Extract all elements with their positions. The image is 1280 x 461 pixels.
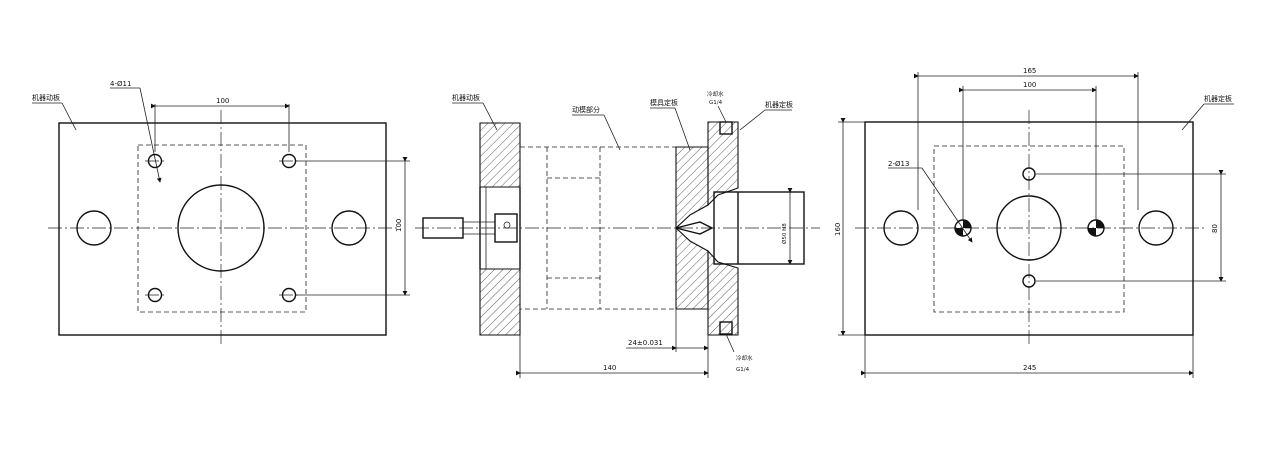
right-height-dimension: 160 <box>834 223 842 236</box>
outer-span-dimension: 165 <box>1023 67 1036 75</box>
right-tie-bar-hole <box>331 210 367 246</box>
moving-platen-lower <box>479 268 521 336</box>
fixed-bolt-hole-bottom <box>1022 274 1036 288</box>
cooling-top-label: 冷却水 <box>707 90 724 98</box>
section-view: Ø50 H8 机器动板 动模部分 模具定板 机器定板 冷却水 G1/4 冷却水 … <box>415 90 820 378</box>
fixed-bolt-hole-top <box>1022 167 1036 181</box>
cooling-bottom-label: 冷却水 <box>736 354 753 362</box>
cooling-bottom-thread: G1/4 <box>736 367 750 373</box>
right-width-dimension: 245 <box>1023 364 1036 372</box>
left-tie-bar-hole <box>76 210 112 246</box>
locating-pin-right <box>1087 219 1105 237</box>
cooling-top-thread: G1/4 <box>709 100 723 106</box>
inner-span-dimension: 100 <box>1023 81 1036 89</box>
right-holes-label: 2-Ø13 <box>888 160 909 168</box>
locating-ring-bore <box>996 195 1062 261</box>
plate-thickness-dimension: 24±0.031 <box>628 339 663 347</box>
center-bore <box>177 184 265 272</box>
locating-pin-left <box>954 219 972 237</box>
right-view: 165 100 160 80 245 2-Ø13 机器定板 <box>834 67 1234 378</box>
moving-plate-hidden-outline <box>137 144 307 313</box>
machine-fixed-plate-lower <box>707 249 739 336</box>
right-plate-label: 机器定板 <box>1204 94 1232 103</box>
ejector-rod <box>422 217 464 239</box>
left-plate-label: 机器动板 <box>32 93 60 102</box>
moving-platen-upper <box>479 122 521 188</box>
moving-part-label: 动模部分 <box>572 105 600 114</box>
bore-dimension: Ø50 H8 <box>781 223 788 244</box>
machine-fixed-plate-label: 机器定板 <box>765 100 793 109</box>
moving-plate-outline <box>58 122 387 336</box>
mold-fixed-plate-label: 模具定板 <box>650 98 678 107</box>
length-dimension: 140 <box>603 364 616 372</box>
nozzle-body <box>713 191 805 265</box>
hole-pitch-dimension: 80 <box>1211 224 1219 233</box>
left-dim-width: 100 <box>216 97 229 105</box>
left-view: 100 100 4-Ø11 机器动板 <box>32 80 410 345</box>
right-left-tie-bar-hole <box>883 210 919 246</box>
ejector-head <box>494 213 518 243</box>
left-holes-label: 4-Ø11 <box>110 80 131 88</box>
left-dim-height: 100 <box>395 219 403 232</box>
section-moving-plate-label: 机器动板 <box>452 93 480 102</box>
right-right-tie-bar-hole <box>1138 210 1174 246</box>
